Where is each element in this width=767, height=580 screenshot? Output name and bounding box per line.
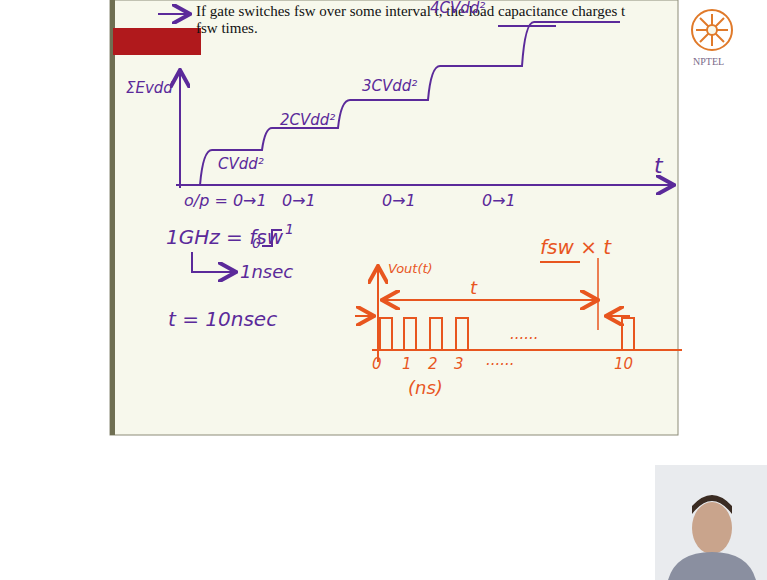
output-transition: 0→1 [382,192,416,210]
period-note: 1nsec [240,262,293,282]
bullet-text: If gate switches fsw over some interval … [196,3,626,36]
output-transition: 0→1 [482,192,516,210]
time-tick: 2 [428,356,438,373]
ellipsis: ...... [510,326,539,343]
signal-name: Vout(t) [388,262,433,276]
energy-step: CVdd² [218,156,264,173]
axis-label: t [654,154,663,178]
energy-step: 2CVdd² [280,112,335,129]
ellipsis: ...... [486,352,515,369]
interval-label: t [470,278,477,298]
step-level: 1 [285,222,294,237]
time-tick: 3 [454,356,464,373]
step-level: 0 [252,236,261,251]
logo-text: NPTEL [693,56,724,67]
count-formula: fsw × t [540,236,611,258]
energy-step: 4CVdd² [430,0,485,17]
interval-note: t = 10nsec [168,308,277,330]
time-tick: 1 [402,356,412,373]
time-tick: 0 [372,356,382,373]
output-transition: o/p = 0→1 [184,192,267,210]
axis-label: ΣEvdd [126,80,173,97]
output-transition: 0→1 [282,192,316,210]
unit-label: (ns) [408,378,443,398]
frequency-note: 1GHz = fsw [166,226,283,248]
time-tick: 10 [614,356,633,373]
energy-step: 3CVdd² [362,78,417,95]
